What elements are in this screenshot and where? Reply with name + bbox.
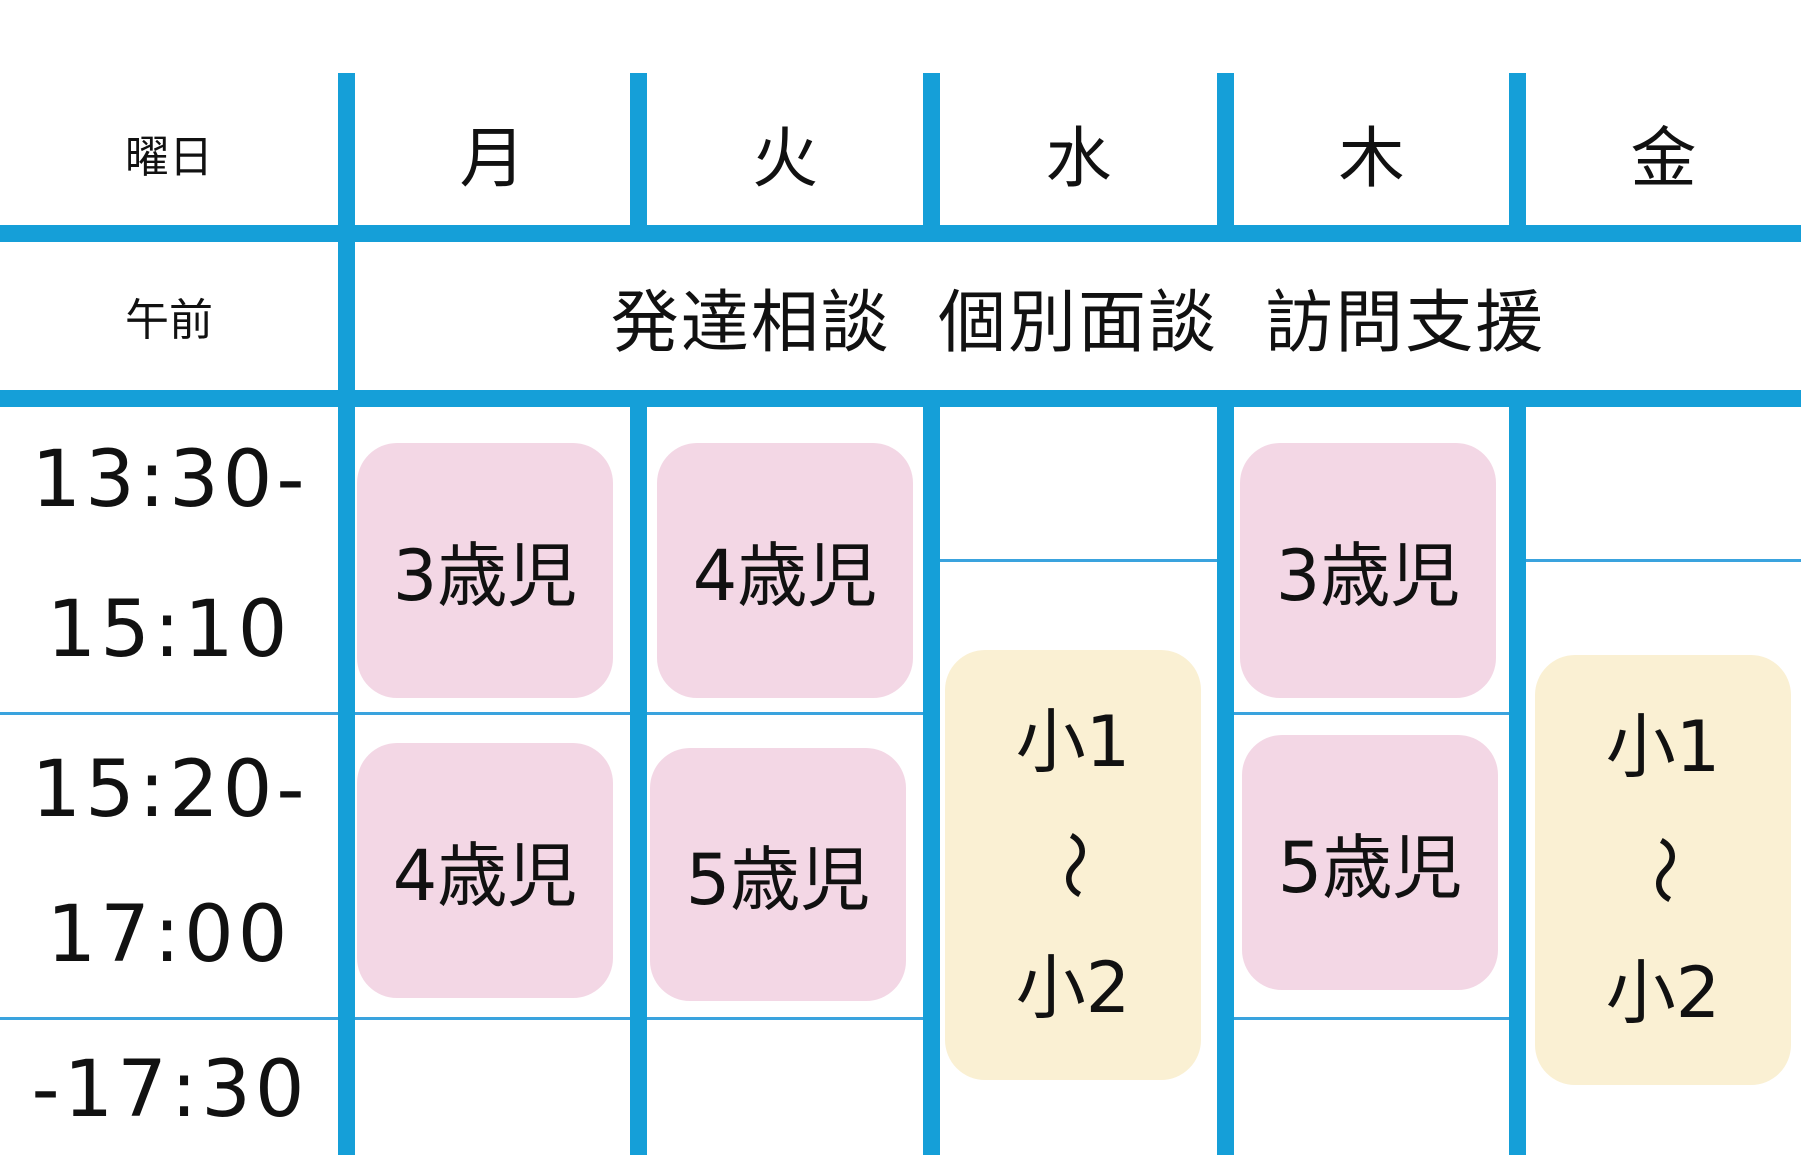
column-divider <box>1509 390 1526 1155</box>
morning-label: 午前 <box>125 295 213 346</box>
day-friday: 金 <box>1630 119 1697 197</box>
time-slot1-start: 13:30- <box>31 435 309 525</box>
time-slot1-end: 15:10 <box>46 585 292 675</box>
day-wednesday: 水 <box>1045 119 1112 197</box>
session-wed-bottom: 小2 <box>1015 947 1131 1030</box>
session-tue-1: 4歳児 <box>657 443 913 698</box>
column-divider <box>630 73 647 225</box>
row-divider-low <box>0 1017 940 1020</box>
row-divider-mid <box>0 712 940 715</box>
weekday-label: 曜日 <box>125 131 213 183</box>
session-fri-mid: 〜 <box>1622 834 1704 905</box>
row-divider-wed <box>940 559 1217 562</box>
time-slot2-end: 17:00 <box>46 890 292 980</box>
morning-divider <box>0 390 1801 407</box>
session-mon-2: 4歳児 <box>357 743 613 998</box>
day-tuesday: 火 <box>752 119 818 197</box>
column-divider <box>1217 73 1234 225</box>
session-wed: 小1 〜 小2 <box>945 650 1201 1080</box>
session-fri-top: 小1 <box>1605 705 1721 788</box>
column-divider <box>923 73 940 225</box>
session-wed-top: 小1 <box>1015 700 1131 783</box>
column-divider <box>630 390 647 1155</box>
session-thu-2: 5歳児 <box>1242 735 1498 990</box>
row-divider-fri <box>1526 559 1801 562</box>
row-divider-mid-thu <box>1234 712 1509 715</box>
row-divider-low-thu <box>1234 1017 1509 1020</box>
header-divider <box>0 225 1801 242</box>
column-divider <box>1217 390 1234 1155</box>
session-mon-1: 3歳児 <box>357 443 613 698</box>
session-tue-2: 5歳児 <box>650 748 906 1001</box>
time-slot3: -17:30 <box>31 1045 309 1135</box>
time-slot2-start: 15:20- <box>31 745 309 835</box>
day-thursday: 木 <box>1338 119 1405 197</box>
day-monday: 月 <box>459 119 526 197</box>
column-divider <box>923 390 940 1155</box>
morning-services: 発達相談 個別面談 訪問支援 <box>610 283 1546 363</box>
session-wed-mid: 〜 <box>1032 829 1114 900</box>
column-divider <box>338 73 355 1155</box>
session-thu-1: 3歳児 <box>1240 443 1496 698</box>
column-divider <box>1509 73 1526 225</box>
session-fri-bottom: 小2 <box>1605 952 1721 1035</box>
session-fri: 小1 〜 小2 <box>1535 655 1791 1085</box>
